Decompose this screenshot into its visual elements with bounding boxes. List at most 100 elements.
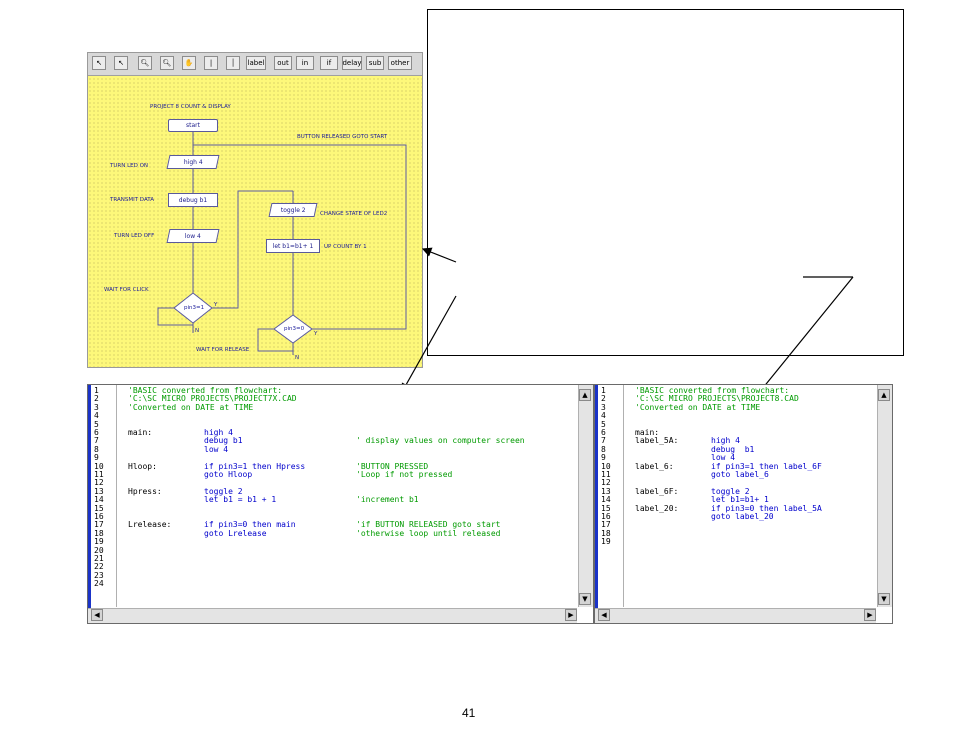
line-number: 9	[601, 453, 606, 463]
label-turn-led-on: TURN LED ON	[110, 163, 149, 169]
line-number: 16	[601, 512, 611, 521]
line-number: 13	[94, 486, 104, 496]
line-number: 22	[94, 562, 104, 572]
code-stmt: goto Lrelease	[204, 528, 267, 538]
left-horizontal-scrollbar[interactable]: ◀ ▶	[88, 608, 577, 623]
right-vertical-scrollbar[interactable]: ▲ ▼	[877, 385, 892, 607]
code-label: main:	[635, 428, 660, 437]
if-pin3-1-text: pin3=1	[184, 305, 205, 311]
line-number: 10	[601, 461, 611, 471]
line-number: 6	[94, 428, 99, 437]
code-stmt: let b1 = b1 + 1	[204, 495, 277, 505]
code-label: label_6:	[635, 461, 674, 471]
sub-tool-button[interactable]: sub	[366, 56, 384, 70]
code-cmt: ' display values on computer screen	[356, 436, 525, 446]
left-gutter-divider	[116, 385, 117, 607]
scroll-left-icon[interactable]: ◀	[91, 609, 103, 621]
start-box[interactable]: start	[168, 119, 218, 132]
label-wait-for-release: WAIT FOR RELEASE	[196, 347, 250, 353]
out-tool-button[interactable]: out	[274, 56, 292, 70]
code-stmt: high 4	[204, 428, 233, 437]
line-number: 18	[601, 528, 611, 538]
line-number: 11	[601, 470, 611, 479]
scroll-up-icon[interactable]: ▲	[878, 389, 890, 401]
code-cmt: 'BASIC converted from flowchart:	[635, 386, 790, 395]
label-tool-button[interactable]: label	[246, 56, 266, 70]
line-number: 21	[94, 554, 104, 563]
line-number: 8	[94, 444, 99, 454]
no-label-2: N	[295, 355, 300, 361]
if-tool-button[interactable]: if	[320, 56, 338, 70]
callout-box	[427, 9, 904, 356]
in-tool-button[interactable]: in	[296, 56, 314, 70]
code-stmt: debug b1	[711, 444, 755, 454]
line-tool-icon[interactable]: |	[204, 56, 218, 70]
other-tool-button[interactable]: other	[388, 56, 412, 70]
scroll-right-icon[interactable]: ▶	[565, 609, 577, 621]
line-number: 14	[601, 495, 611, 505]
code-stmt: goto label_6	[711, 470, 769, 479]
line-number: 9	[94, 453, 99, 463]
label-up-count: UP COUNT BY 1	[324, 244, 367, 250]
code-stmt: if pin3=1 then Hpress	[204, 461, 306, 471]
page-number: 41	[462, 706, 476, 720]
if-pin3-0-text: pin3=0	[284, 326, 305, 332]
line-number: 7	[601, 436, 606, 446]
line-number: 10	[94, 461, 104, 471]
select-pointer-icon[interactable]: ↖	[114, 56, 128, 70]
connector-tool-icon[interactable]: │	[226, 56, 240, 70]
left-editor-margin-bar	[88, 385, 91, 623]
debug-b1-box[interactable]: debug b1	[168, 193, 218, 207]
code-label: Hloop:	[128, 461, 157, 471]
code-stmt: toggle 2	[711, 486, 750, 496]
line-number: 4	[601, 411, 606, 421]
label-wait-for-click: WAIT FOR CLICK	[104, 287, 149, 293]
code-stmt: toggle 2	[204, 486, 243, 496]
flowchart-editor: ↖ ↖ 🔍︎ 🔍︎ ✋ | │ label out in if delay su…	[87, 52, 423, 368]
delay-tool-button[interactable]: delay	[342, 56, 362, 70]
code-cmt: 'if BUTTON RELEASED goto start	[356, 520, 501, 530]
zoom-in-icon[interactable]: 🔍︎	[138, 56, 152, 70]
line-number: 4	[94, 411, 99, 421]
scroll-left-icon[interactable]: ◀	[598, 609, 610, 621]
line-number: 3	[601, 402, 606, 412]
line-number: 5	[601, 419, 606, 429]
code-stmt: goto label_20	[711, 512, 774, 521]
let-b1-box[interactable]: let b1=b1+ 1	[266, 239, 320, 253]
scroll-right-icon[interactable]: ▶	[864, 609, 876, 621]
left-vertical-scrollbar[interactable]: ▲ ▼	[578, 385, 593, 607]
code-cmt: 'BUTTON PRESSED	[356, 461, 429, 471]
code-stmt: low 4	[711, 453, 736, 463]
yes-label-1: Y	[214, 302, 218, 308]
zoom-out-icon[interactable]: 🔍︎	[160, 56, 174, 70]
code-label: Lrelease:	[128, 520, 172, 530]
yes-label-2: Y	[314, 331, 318, 337]
label-change-state: CHANGE STATE OF LED2	[320, 211, 388, 217]
code-stmt: goto Hloop	[204, 470, 253, 479]
right-horizontal-scrollbar[interactable]: ◀ ▶	[595, 608, 876, 623]
code-cmt: 'increment b1	[356, 495, 419, 505]
code-stmt: let b1=b1+ 1	[711, 495, 769, 505]
line-number: 18	[94, 528, 104, 538]
line-number: 12	[601, 478, 611, 488]
code-label: label_6F:	[635, 486, 679, 496]
right-editor-margin-bar	[595, 385, 598, 623]
hand-pan-icon[interactable]: ✋	[182, 56, 196, 70]
line-number: 14	[94, 495, 104, 505]
line-number: 17	[94, 520, 104, 530]
scroll-down-icon[interactable]: ▼	[579, 593, 591, 605]
code-stmt: low 4	[204, 444, 229, 454]
line-number: 15	[601, 503, 611, 513]
scroll-down-icon[interactable]: ▼	[878, 593, 890, 605]
line-number: 24	[94, 579, 104, 589]
code-label: main:	[128, 428, 153, 437]
line-number: 16	[94, 512, 104, 521]
line-number: 7	[94, 436, 99, 446]
line-number: 11	[94, 470, 104, 479]
scroll-up-icon[interactable]: ▲	[579, 389, 591, 401]
arrow-pointer-icon[interactable]: ↖	[92, 56, 106, 70]
line-number: 2	[94, 394, 99, 404]
line-number: 13	[601, 486, 611, 496]
